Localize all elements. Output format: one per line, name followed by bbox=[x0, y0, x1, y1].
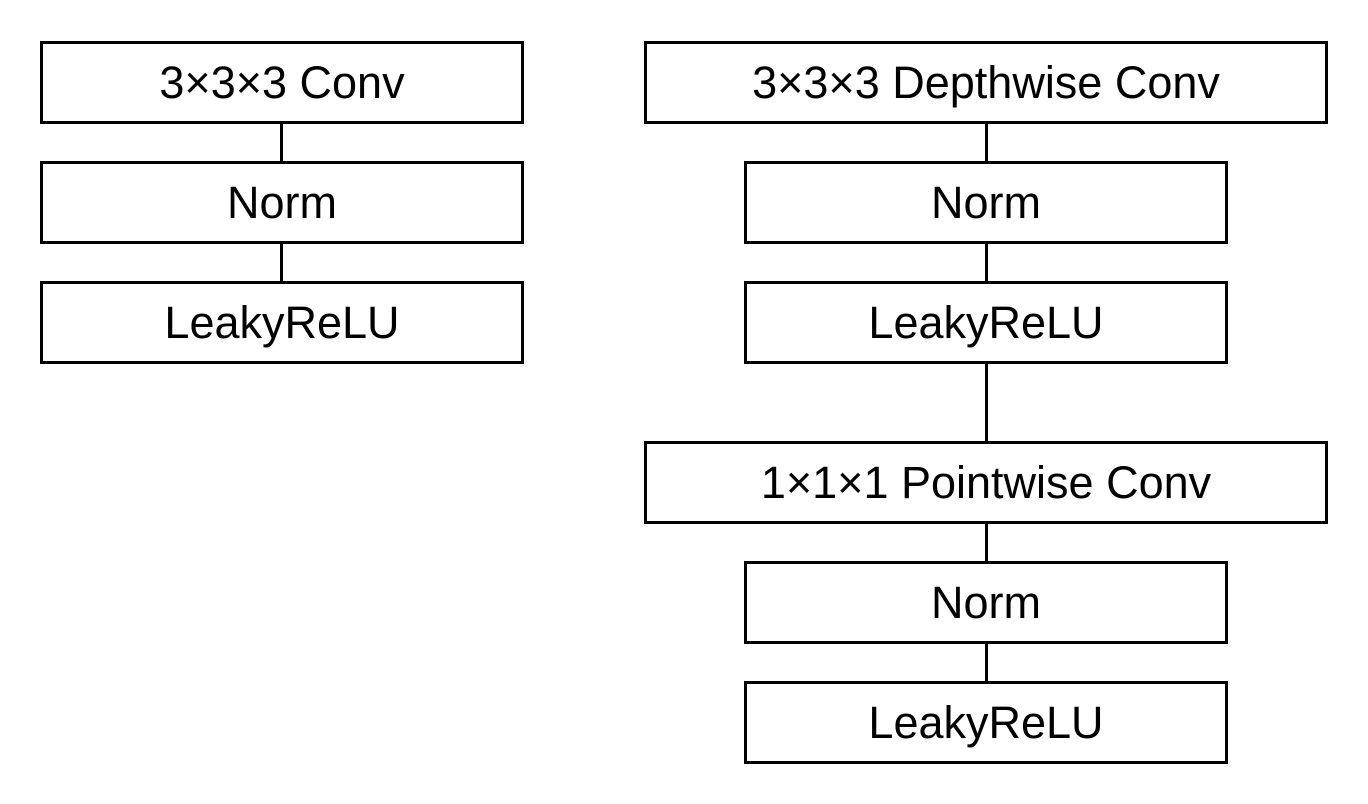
left-norm-box: Norm bbox=[40, 161, 524, 244]
left-norm-label: Norm bbox=[227, 176, 337, 228]
connector-right-norm-act2 bbox=[985, 642, 988, 682]
right-norm-box-1: Norm bbox=[744, 161, 1228, 244]
right-norm-label-1: Norm bbox=[931, 176, 1041, 228]
left-leakyrelu-label: LeakyReLU bbox=[164, 296, 400, 348]
right-leakyrelu-label-1: LeakyReLU bbox=[868, 296, 1104, 348]
right-leakyrelu-box-1: LeakyReLU bbox=[744, 281, 1228, 364]
left-conv-box: 3×3×3 Conv bbox=[40, 41, 524, 124]
connector-right-pw-norm bbox=[985, 522, 988, 562]
left-conv-label: 3×3×3 Conv bbox=[159, 56, 405, 108]
right-norm-label-2: Norm bbox=[931, 576, 1041, 628]
right-pointwise-conv-box: 1×1×1 Pointwise Conv bbox=[644, 441, 1328, 524]
right-depthwise-conv-label: 3×3×3 Depthwise Conv bbox=[752, 56, 1220, 108]
connector-right-dw-norm bbox=[985, 118, 988, 162]
right-depthwise-conv-box: 3×3×3 Depthwise Conv bbox=[644, 41, 1328, 124]
connector-right-norm-act bbox=[985, 242, 988, 282]
right-pointwise-conv-label: 1×1×1 Pointwise Conv bbox=[760, 456, 1212, 508]
connector-left-conv-norm bbox=[280, 122, 283, 162]
connector-left-norm-act bbox=[280, 242, 283, 282]
left-leakyrelu-box: LeakyReLU bbox=[40, 281, 524, 364]
right-norm-box-2: Norm bbox=[744, 561, 1228, 644]
connector-right-act-pw bbox=[985, 362, 988, 442]
right-leakyrelu-box-2: LeakyReLU bbox=[744, 681, 1228, 764]
right-leakyrelu-label-2: LeakyReLU bbox=[868, 696, 1104, 748]
